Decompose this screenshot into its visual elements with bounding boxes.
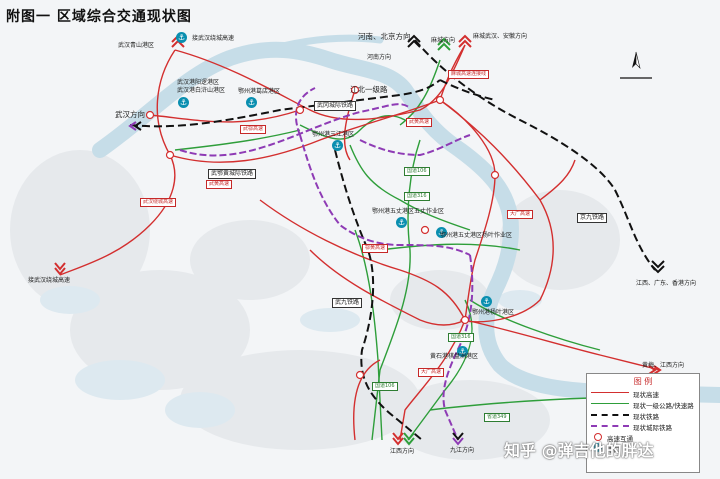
road-label: 国道316 [404,192,430,201]
line-label: 武冈城际铁路 [314,101,357,111]
road-label: 鄂黄高速 [362,244,389,253]
legend-label: 现状铁路 [633,413,659,421]
legend-item: 现状城际铁路 [587,420,699,432]
lakes [40,286,542,428]
legend-item: 现状高速 [587,387,699,399]
line-label: 江北一级路 [350,85,388,94]
intercity-swatch [591,425,629,427]
legend-label: 港口 [607,446,620,454]
river-branch [256,34,384,56]
port-anchor-icon: ⚓ [246,97,257,108]
road-label: 国道106 [372,382,398,391]
watermark: 知乎 @弹吉他的胖达 [504,441,654,460]
direction-label: 九江方向 [450,447,475,454]
line-label: 武鄂黄城际铁路 [208,169,257,179]
north-arrow-icon [620,51,652,79]
legend-item: 高速互通 [587,431,699,443]
port-label: 武汉青山港区 [118,42,155,49]
road-label: 大广高速 [418,368,445,377]
railway-swatch [591,414,629,416]
legend-item: 现状铁路 [587,409,699,421]
road-label: 国道316 [448,333,474,342]
port-label: 鄂州港杨叶港区 [472,309,515,316]
direction-label: 武汉方向 [115,110,145,119]
highway-swatch [591,403,629,404]
railways [129,39,656,441]
direction-label: 黄梅、江西方向 [642,362,685,369]
port-anchor-icon: ⚓ [332,140,343,151]
intercity-rail [179,87,474,441]
port-anchor-icon: ⚓ [481,296,492,307]
direction-label: 江西方向 [390,448,415,455]
port-label: 鄂州港五丈港区五丈作业区 [372,208,445,215]
port-label: 武汉港阳逻港区 [177,79,220,86]
direction-label: 河南方向 [367,54,392,61]
direction-label: 江西、广东、香港方向 [636,280,697,287]
legend-title: 图 例 [633,377,653,386]
road-label: 武汉绕城高速 [140,198,177,207]
port-label: 鄂州港五丈港区杨叶作业区 [440,232,513,239]
port-label: 黄石港棋盘洲港区 [430,353,479,360]
direction-label: 接武汉绕城高速 [192,35,235,42]
port-anchor-icon: ⚓ [396,217,407,228]
expressway-swatch [591,392,629,393]
road-label: 武鄂高速 [240,125,267,134]
port-anchor-icon: ⚓ [178,97,189,108]
road-label: 京九铁路 [577,213,608,223]
expressways [59,44,661,441]
legend-label: 高速互通 [607,435,633,443]
map-title: 附图一 区域综合交通现状图 [6,9,192,25]
direction-arrows [54,34,665,446]
interchanges [145,85,500,380]
road-label: 大广高速 [507,210,534,219]
map-legend: 图 例 现状高速 现状一级公路/快速路 现状铁路 现状城际铁路 高速互通 ⚓ 港… [586,373,700,473]
legend-item: ⚓ 港口 [587,442,699,454]
legend-label: 现状一级公路/快速路 [633,402,694,410]
road-label: 武九铁路 [332,298,363,308]
direction-label: 麻城武汉、安徽方向 [473,33,528,40]
port-anchor-icon: ⚓ [593,443,602,452]
yangtze-river [92,41,720,403]
direction-label: 接武汉绕城高速 [28,277,71,284]
road-label: 武黄高速 [206,180,233,189]
port-anchor-icon: ⚓ [436,227,447,238]
interchange-icon [594,433,602,441]
port-anchor-icon: ⚓ [457,346,468,357]
port-label: 鄂州港葛店港区 [238,88,281,95]
direction-label: 河南、北京方向 [358,32,411,41]
road-label: 省道349 [484,413,510,422]
road-label: 武黄高速 [406,118,433,127]
legend-item: 现状一级公路/快速路 [587,398,699,410]
legend-label: 现状城际铁路 [633,424,672,432]
direction-label: 麻城方向 [431,37,456,44]
port-label: 武汉港白浒山港区 [177,87,226,94]
port-anchor-icon: ⚓ [176,32,187,43]
port-label: 鄂州港三江港区 [312,131,355,138]
road-label: 麻城高速连接线 [448,70,490,79]
legend-label: 现状高速 [633,391,659,399]
road-label: 国道106 [404,167,430,176]
